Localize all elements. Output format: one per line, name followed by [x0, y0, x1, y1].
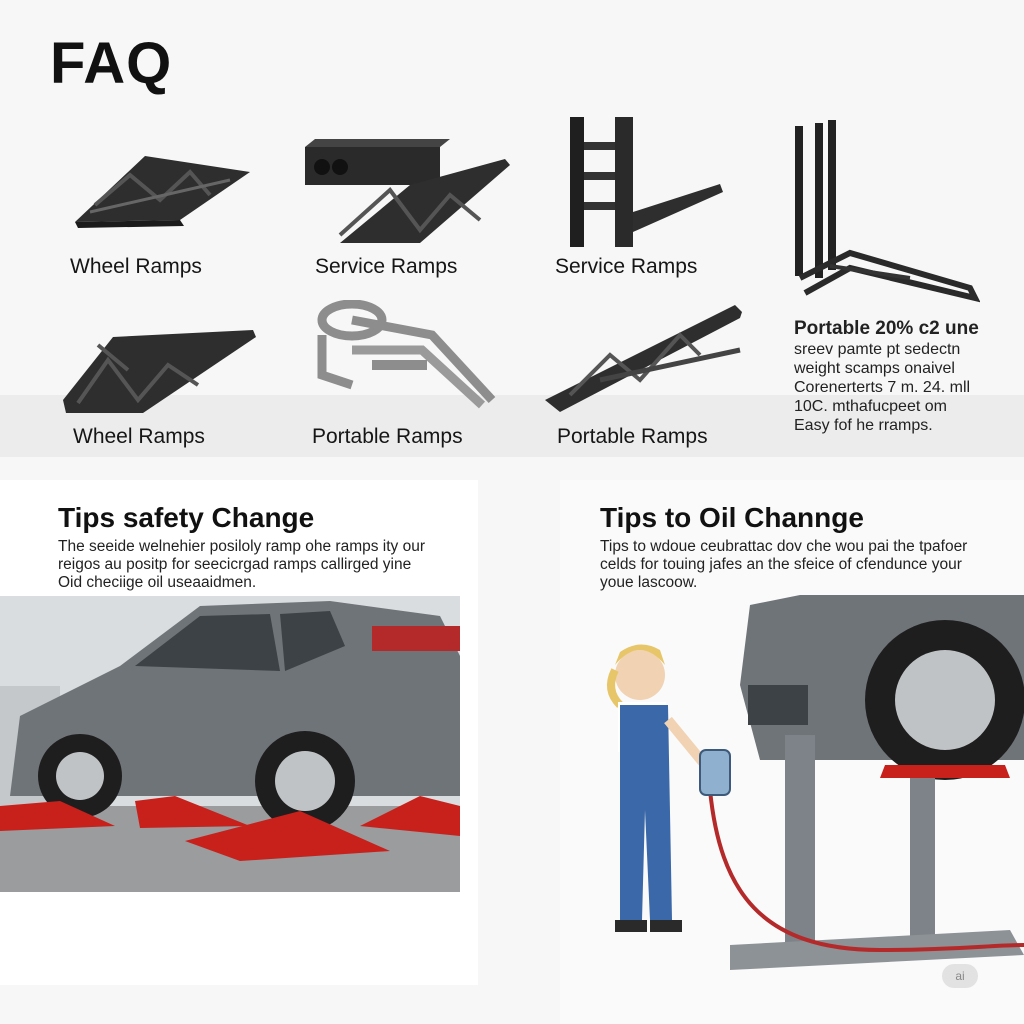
note-line: Easy fof he rramps. [794, 417, 933, 434]
tips-oil-title: Tips to Oil Channge [600, 502, 864, 533]
ai-badge: ai [942, 964, 978, 988]
service-ramp-image [305, 139, 510, 243]
product-label: Service Ramps [555, 255, 698, 278]
wheel-ramp-image [63, 330, 256, 413]
wheel-ramp-image [75, 156, 250, 228]
note-line: 10C. mthafucpeet om [794, 398, 947, 415]
grid-row-band [0, 395, 1024, 457]
tips-safety-panel: Tips safety Change The seeide welnehier … [0, 480, 478, 985]
oil-change-illustration [607, 595, 1024, 970]
portable-ramp-gray-image [317, 300, 496, 409]
tips-safety-body: The seeide welnehier posiloly ramp ohe r… [58, 538, 426, 591]
product-card-service-ramps-2[interactable]: Service Ramps [555, 112, 725, 278]
portable-ramp-dark-image [545, 305, 742, 412]
note-line: Corenerterts 7 m. 24. mll [794, 379, 971, 396]
product-card-wheel-ramps-1[interactable]: Wheel Ramps [60, 150, 260, 278]
page-title: FAQ [50, 31, 173, 96]
product-label: Portable Ramps [557, 425, 708, 448]
service-ramp-tall-image [570, 117, 723, 247]
tips-oil-body: Tips to wdoue ceubrattac dov che wou pai… [600, 538, 968, 591]
upright-ramp-image [795, 120, 980, 303]
product-label: Wheel Ramps [73, 425, 205, 448]
product-card-service-ramps-1[interactable]: Service Ramps [300, 135, 510, 278]
product-label: Wheel Ramps [70, 255, 202, 278]
note-line: weight scamps onaivel [794, 360, 955, 377]
product-note: Portable 20% c2 une sreev pamte pt sedec… [794, 318, 994, 435]
car-on-ramps-image [0, 596, 460, 892]
product-card-wheel-ramps-2[interactable]: Wheel Ramps [58, 325, 258, 448]
product-card-upright-ramp[interactable] [790, 118, 980, 308]
tips-oil-panel: Tips to Oil Channge Tips to wdoue ceubra… [560, 480, 1024, 1024]
note-title: Portable 20% c2 une [794, 318, 979, 339]
tips-safety-title: Tips safety Change [58, 502, 315, 533]
product-label: Service Ramps [315, 255, 458, 278]
product-label: Portable Ramps [312, 425, 463, 448]
note-line: sreev pamte pt sedectn [794, 341, 961, 358]
product-card-portable-ramps-1[interactable]: Portable Ramps [312, 300, 497, 448]
product-card-portable-ramps-2[interactable]: Portable Ramps [540, 300, 750, 448]
